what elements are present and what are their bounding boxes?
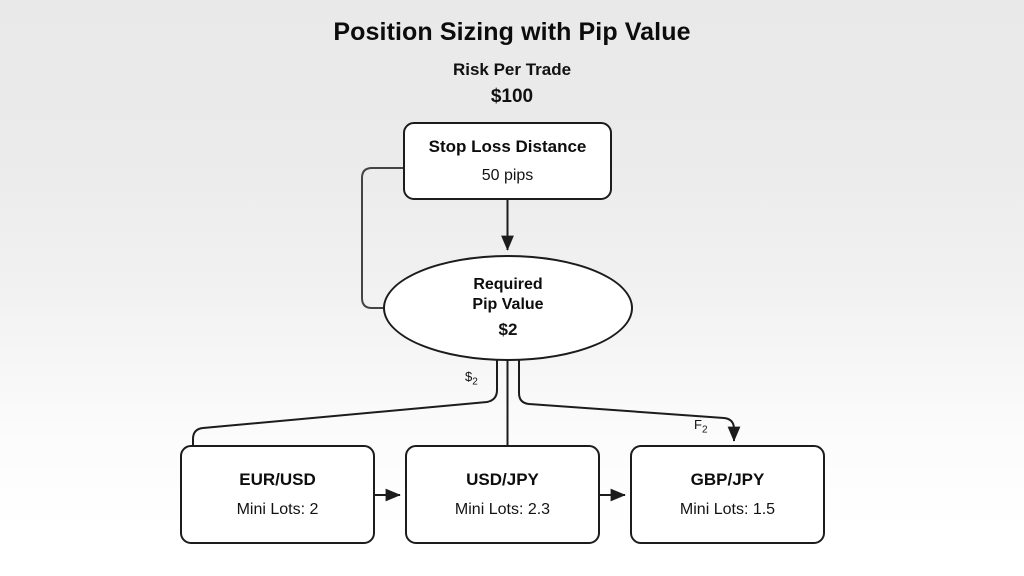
edge-pipvalue-to-eurusd — [192, 360, 498, 445]
risk-per-trade-value: $100 — [490, 86, 534, 107]
node-gbp-jpy[interactable]: GBP/JPY Mini Lots: 1.5 — [630, 445, 825, 544]
edge-label-right-branch-text: F — [694, 417, 702, 432]
node-usd-jpy-title: USD/JPY — [466, 470, 539, 490]
node-stop-loss-distance-value: 50 pips — [481, 167, 534, 185]
node-required-pip-value[interactable]: Required Pip Value $2 — [383, 255, 633, 361]
node-usd-jpy-value: Mini Lots: 2.3 — [454, 500, 551, 518]
node-required-pip-value-title-line1: Required — [473, 276, 543, 294]
node-stop-loss-distance[interactable]: Stop Loss Distance 50 pips — [403, 122, 612, 200]
edge-stoploss-loop-to-pipvalue — [361, 167, 403, 309]
node-required-pip-value-value: $2 — [498, 320, 518, 340]
node-eur-usd-title: EUR/USD — [239, 470, 316, 490]
edge-label-right-branch-sub: 2 — [701, 424, 708, 436]
edge-pipvalue-to-gbpjpy — [518, 360, 741, 442]
node-required-pip-value-title-line2: Pip Value — [472, 296, 544, 314]
edge-label-left-branch-text: $ — [465, 369, 473, 384]
node-eur-usd-value: Mini Lots: 2 — [236, 500, 319, 518]
risk-per-trade-label: Risk Per Trade — [452, 60, 572, 79]
node-stop-loss-distance-title: Stop Loss Distance — [428, 136, 587, 156]
edge-label-right-branch: F2 — [694, 417, 708, 436]
edge-label-left-branch-sub: 2 — [472, 376, 478, 388]
node-gbp-jpy-value: Mini Lots: 1.5 — [679, 500, 776, 518]
node-eur-usd[interactable]: EUR/USD Mini Lots: 2 — [180, 445, 375, 544]
node-gbp-jpy-title: GBP/JPY — [690, 470, 765, 490]
edge-label-left-branch: $2 — [465, 369, 478, 388]
node-usd-jpy[interactable]: USD/JPY Mini Lots: 2.3 — [405, 445, 600, 544]
page-title: Position Sizing with Pip Value — [333, 18, 691, 46]
